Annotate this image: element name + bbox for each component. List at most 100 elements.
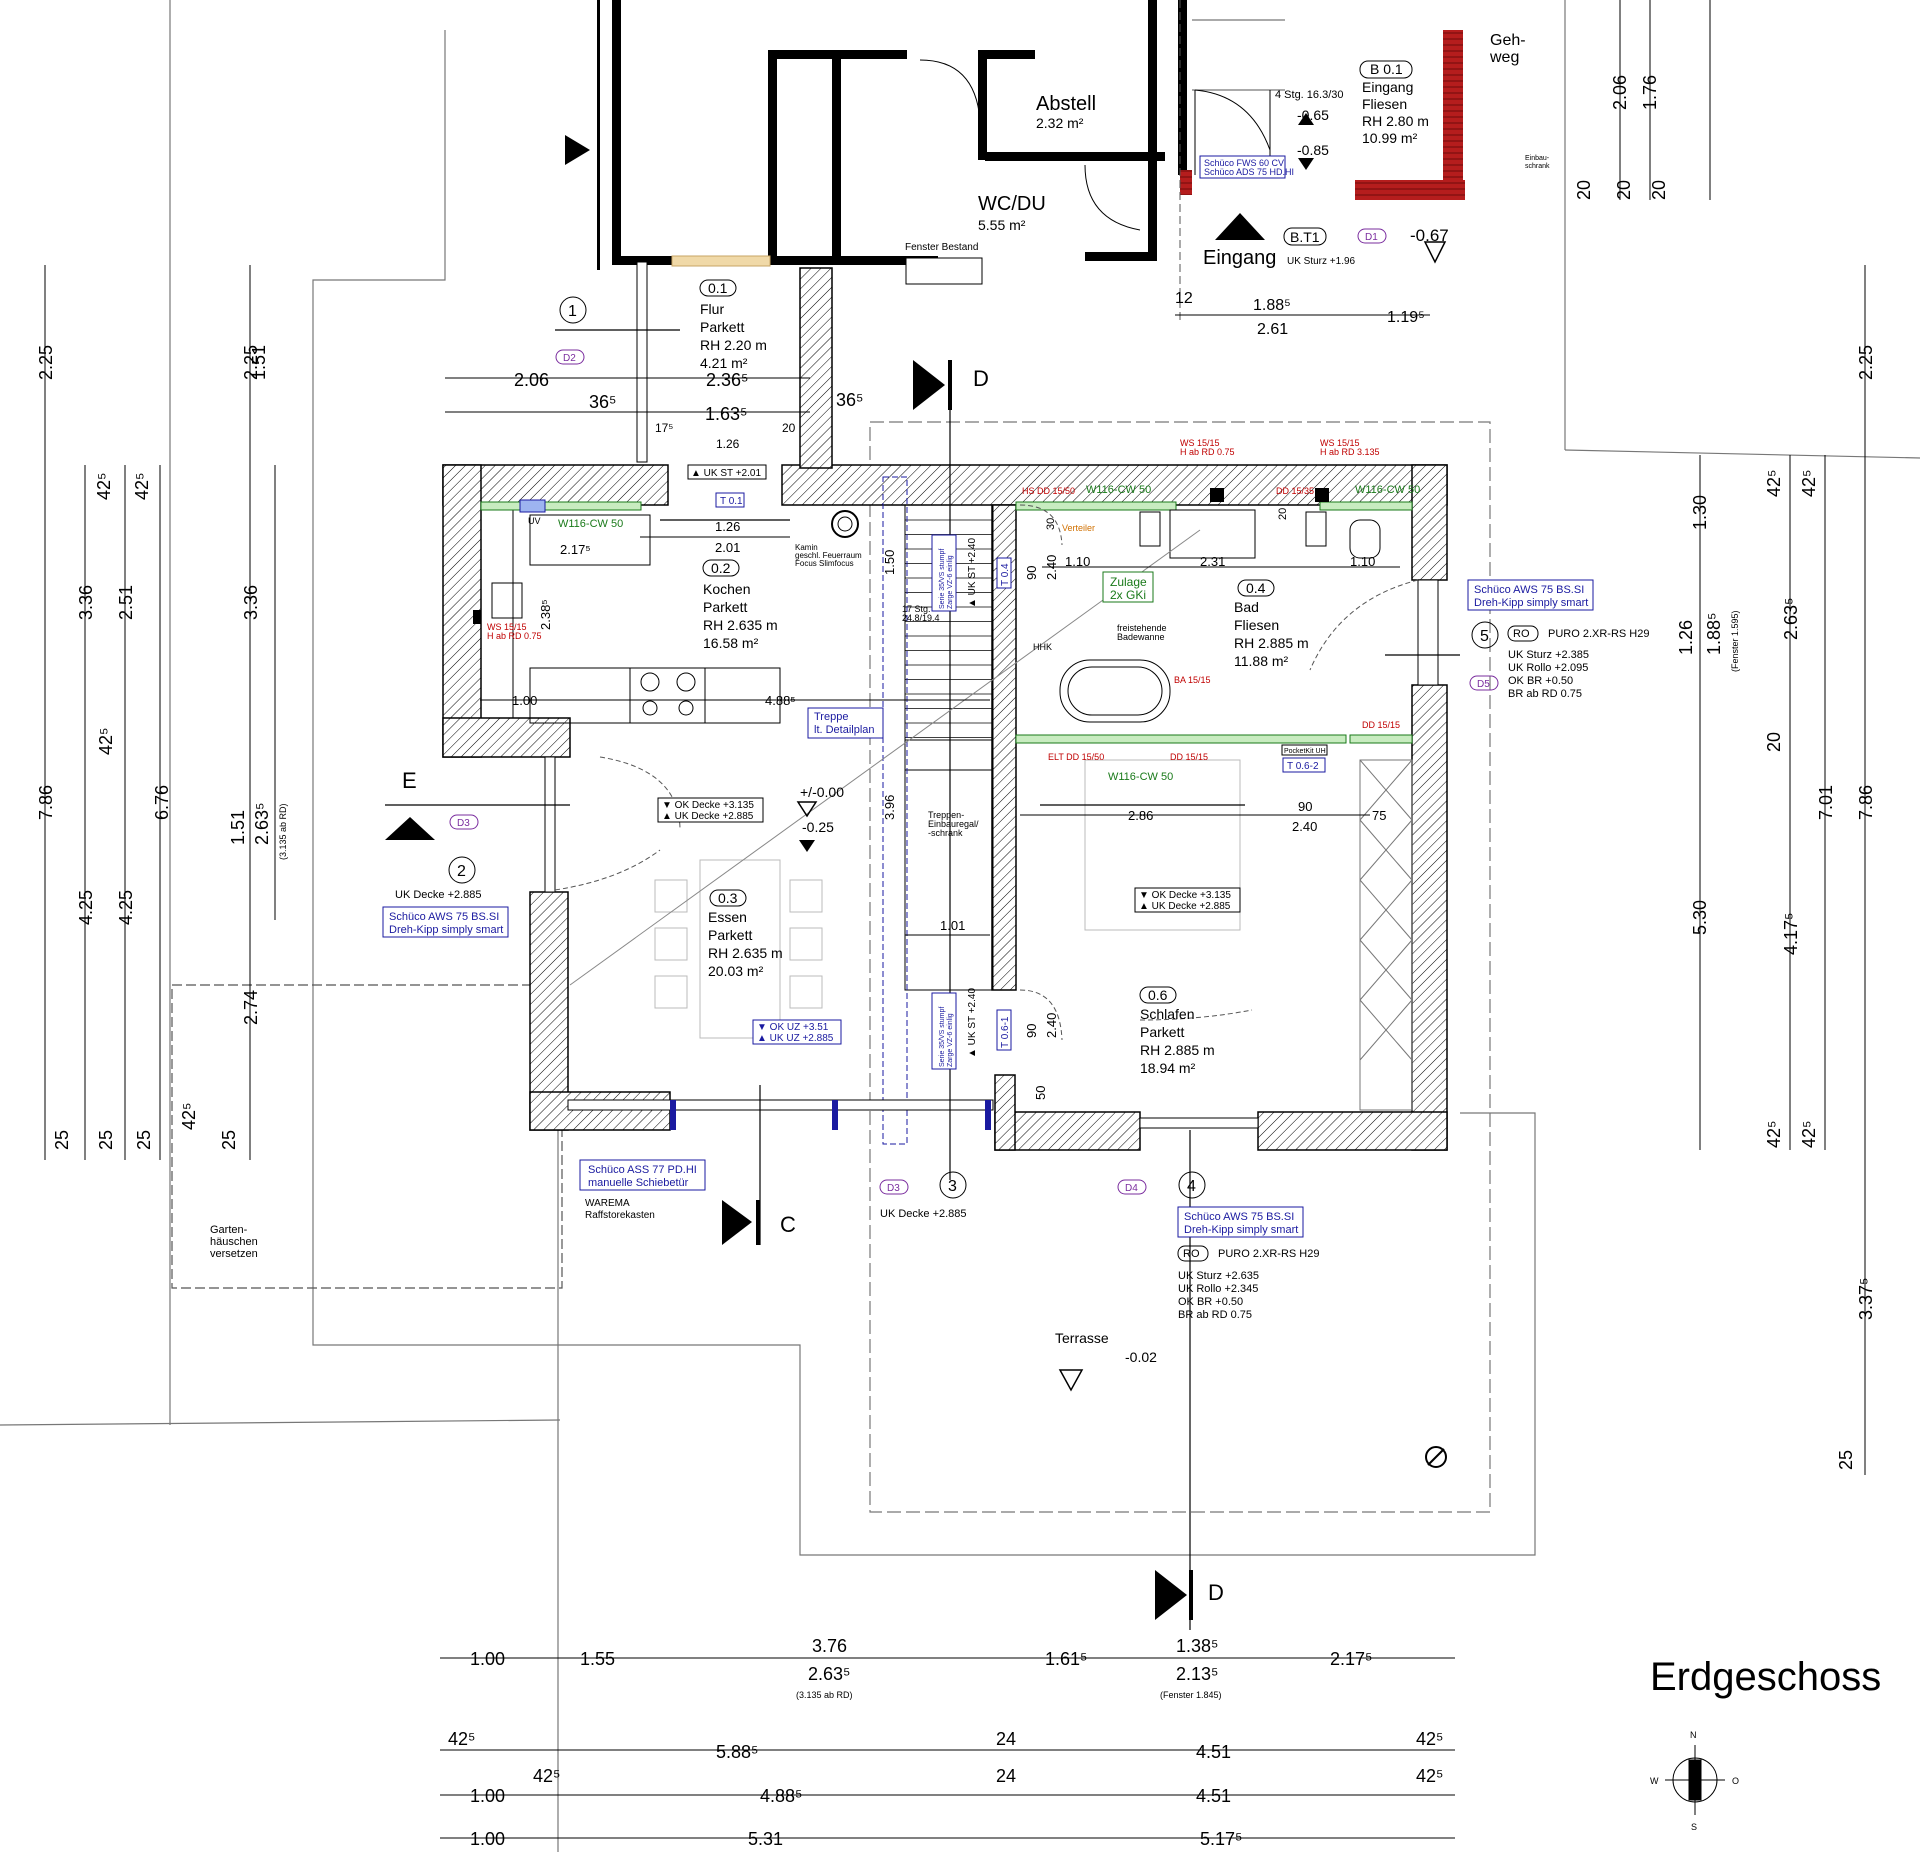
- dd-1515c: DD 15/15: [1170, 752, 1208, 762]
- stg-label: 17 Stg.24.8/19.4: [902, 604, 940, 623]
- room-kochen-id: 0.2: [711, 560, 731, 576]
- room-kochen-floor: Parkett: [703, 599, 747, 615]
- dim-sl-3: 75: [1372, 808, 1386, 823]
- level-002: -0.02: [1125, 1349, 1157, 1365]
- dim-b3-4: 4.51: [1196, 1786, 1231, 1806]
- wardrobe: [1359, 759, 1413, 1111]
- window-2-number: 2: [457, 863, 466, 880]
- room-kochen-rh: RH 2.635 m: [703, 617, 778, 633]
- dim-e-1: 1.88⁵: [1253, 297, 1291, 314]
- ukst-201: ▲ UK ST +2.01: [691, 468, 761, 479]
- level-067: -0.67: [1410, 226, 1449, 245]
- level-065: -0.65: [1297, 107, 1329, 123]
- room-schlafen-name: Schlafen: [1140, 1006, 1194, 1022]
- flur-dims: 2.06 2.36⁵ 36⁵ 1.63⁵ 36⁵ 17⁵ 1.26 20: [514, 370, 863, 451]
- dim-l2-2: 25: [96, 1130, 116, 1150]
- dim-k-5: 4.88⁵: [765, 693, 796, 708]
- stair: [904, 504, 994, 991]
- dim-l4-0: 42⁵: [132, 473, 152, 500]
- dim-sl-4: 90: [1024, 1024, 1039, 1038]
- dim-bd-2: 1.10: [1065, 554, 1090, 569]
- dim-r1-0: 2.25: [1856, 345, 1876, 380]
- dim-l6-2: 2.63⁵: [252, 803, 272, 846]
- room-flur-name: Flur: [700, 301, 724, 317]
- decke-essen-label: ▼ OK Decke +3.135▲ UK Decke +2.885: [662, 800, 754, 822]
- d2-tag: D2: [563, 353, 576, 364]
- door-tags-vertical: [996, 557, 1012, 1051]
- window-4-number: 4: [1187, 1178, 1196, 1195]
- level-085: -0.85: [1297, 142, 1329, 158]
- compass-n: N: [1690, 1730, 1697, 1740]
- dim-l5-0: 2.25: [241, 345, 261, 380]
- dim-l1-2: 25: [52, 1130, 72, 1150]
- dim-r4-1: 5.30: [1690, 900, 1710, 935]
- window-posts: [670, 1100, 991, 1130]
- new-drywall-strips: [480, 501, 1413, 744]
- dim-b1-2: 3.76: [812, 1636, 847, 1656]
- dim-b1-4: 1.61⁵: [1045, 1649, 1088, 1669]
- dim-sl-6: 50: [1033, 1086, 1048, 1100]
- existing-door-swings: [919, 59, 1271, 231]
- dim-e-2: 2.61: [1257, 321, 1288, 338]
- room-bad-area: 11.88 m²: [1234, 653, 1289, 669]
- dim-b3-3: 24: [996, 1766, 1016, 1786]
- dim-k-3: 2.38⁵: [538, 599, 553, 630]
- window-5-box: [1467, 579, 1594, 611]
- dim-r1-2: 3.37⁵: [1856, 1278, 1876, 1321]
- d-tag-boxes: [449, 228, 1499, 1195]
- room-flur: 0.1 Flur Parkett RH 2.20 m 4.21 m²: [699, 279, 767, 371]
- dim-b1-3: 2.63⁵: [808, 1664, 851, 1684]
- existing-window-yellow: [671, 255, 771, 267]
- dim-b2-1: 5.88⁵: [716, 1742, 759, 1762]
- ukst-240b: ▲ UK ST +2.40: [967, 988, 978, 1058]
- room-schlafen-area: 18.94 m²: [1140, 1060, 1196, 1076]
- dim-b1-abrd: (3.135 ab RD): [796, 1690, 853, 1700]
- hs-dd: HS DD 15/50: [1022, 486, 1075, 496]
- bottom-dims-4: 1.00 5.31 5.17⁵: [470, 1829, 1243, 1849]
- room-flur-area: 4.21 m²: [700, 355, 748, 371]
- dim-tr-0: 2.06: [1610, 75, 1630, 110]
- room-flur-rh: RH 2.20 m: [700, 337, 767, 353]
- drain-slash: [1427, 1448, 1445, 1466]
- dim-bd-1: 2.40: [1044, 555, 1059, 580]
- puro-5: PURO 2.XR-RS H29: [1548, 628, 1649, 640]
- dim-bd-0: 90: [1024, 566, 1039, 580]
- dimension-lines: [44, 0, 1866, 1839]
- dim-l2-1: 4.25: [76, 890, 96, 925]
- decke-essen-box: [657, 797, 764, 823]
- dim-b3-5: 42⁵: [1416, 1766, 1443, 1786]
- dim-r3-3: 4.17⁵: [1781, 913, 1801, 956]
- pocketkit-box: [1281, 744, 1328, 756]
- zarge-a-box: [931, 534, 957, 612]
- dim-k-0: 1.26: [715, 519, 740, 534]
- dim-f-1: 2.36⁵: [706, 370, 749, 390]
- window-1-number: 1: [568, 303, 577, 320]
- dim-r3-0: 42⁵: [1764, 470, 1784, 497]
- kochen-dims: 1.26 2.01 2.17⁵ 2.38⁵ 1.00 4.88⁵: [512, 519, 796, 708]
- bottom-dims-3: 1.00 42⁵ 4.88⁵ 24 4.51 42⁵: [470, 1766, 1443, 1806]
- gartenhaus-outline: [171, 984, 563, 1289]
- dim-k-2: 2.17⁵: [560, 542, 591, 557]
- room-schlafen-floor: Parkett: [1140, 1024, 1184, 1040]
- bt1-box: [1283, 227, 1327, 246]
- t01-box: [715, 492, 745, 508]
- uz-label: ▼ OK UZ +3.51▲ UK UZ +2.885: [757, 1022, 834, 1044]
- dim-s-0: 1.50: [882, 550, 897, 575]
- dim-sl-0: 2.86: [1128, 808, 1153, 823]
- dim-r1-1: 7.86: [1856, 785, 1876, 820]
- dim-b3-2: 4.88⁵: [760, 1786, 803, 1806]
- room-b01-rh: RH 2.80 m: [1362, 113, 1429, 129]
- dim-b3-1: 42⁵: [533, 1766, 560, 1786]
- bad-dims: 90 2.40 1.10 2.31 1.10 30 20: [1024, 508, 1375, 580]
- dim-l3-1: 2.51: [116, 585, 136, 620]
- room-schlafen-rh: RH 2.885 m: [1140, 1042, 1215, 1058]
- d3b-tag: D3: [887, 1183, 900, 1194]
